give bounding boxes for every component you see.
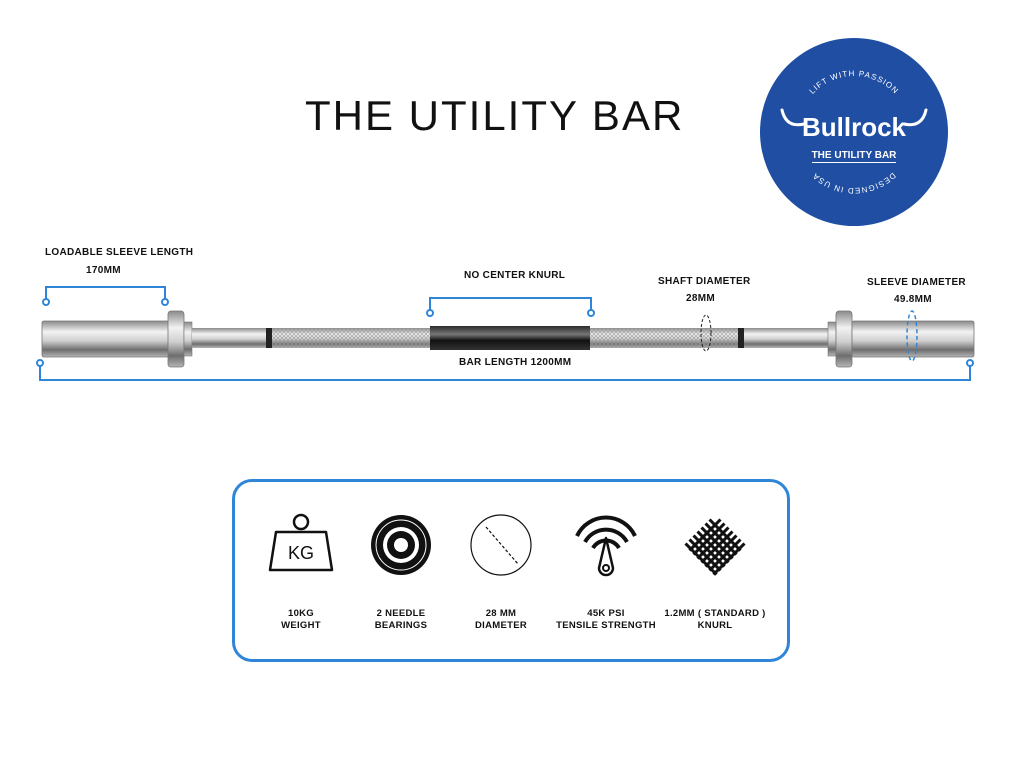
tensile-gauge-icon [575, 515, 637, 577]
spec-tensile-label: TENSILE STRENGTH [556, 620, 656, 631]
spec-bearings: 2 NEEDLE BEARINGS [346, 482, 456, 632]
spec-knurl-value: 1.2MM ( STANDARD ) [664, 608, 766, 619]
sleeve-length-label: LOADABLE SLEEVE LENGTH [45, 247, 194, 258]
spec-bearings-value: 2 NEEDLE [376, 608, 426, 619]
bearing-icon [371, 515, 431, 575]
spec-diameter: 28 MM DIAMETER [446, 482, 556, 632]
bar-length-label: BAR LENGTH 1200MM [459, 357, 572, 368]
bar-length-line [39, 365, 971, 381]
specs-panel: KG 10KG WEIGHT 2 NEEDLE BEARINGS 28 MM D… [232, 479, 790, 662]
right-sleeve [851, 320, 975, 358]
right-horn-icon [902, 108, 928, 127]
diameter-icon [470, 514, 532, 576]
badge-ring-text: LIFT WITH PASSION DESIGNED IN USA [780, 69, 928, 195]
left-collar [167, 310, 185, 368]
shaft-diameter-label: SHAFT DIAMETER [658, 276, 751, 287]
shaft-diameter-marker [700, 314, 712, 352]
spec-weight-value: 10KG [287, 608, 315, 619]
spec-knurl-label: KNURL [697, 620, 733, 631]
center-knurl-bracket [429, 297, 592, 311]
svg-text:DESIGNED IN USA: DESIGNED IN USA [811, 171, 898, 195]
spec-bearings-label: BEARINGS [374, 620, 428, 631]
right-collar [835, 310, 853, 368]
shaft-diameter-value: 28MM [686, 293, 715, 304]
center-knurl-label: NO CENTER KNURL [464, 270, 566, 281]
sleeve-diameter-marker [906, 310, 918, 362]
knurl-pattern-icon [684, 514, 746, 576]
badge-bottom-text: DESIGNED IN USA [811, 171, 897, 195]
spec-diameter-label: DIAMETER [474, 620, 527, 631]
spec-weight-label: WEIGHT [281, 620, 321, 631]
badge-subtitle: THE UTILITY BAR [811, 150, 897, 163]
left-sleeve [41, 320, 171, 358]
left-knurl [272, 328, 430, 348]
left-horn-icon [780, 108, 806, 127]
spec-weight: KG 10KG WEIGHT [246, 482, 356, 632]
right-shaft [738, 328, 828, 348]
right-knurl [590, 328, 738, 348]
spec-tensile-value: 45K PSI [587, 608, 625, 619]
kg-weight-icon: KG [268, 513, 334, 572]
svg-text:KG: KG [288, 543, 314, 563]
sleeve-diameter-value: 49.8MM [894, 294, 932, 305]
sleeve-length-bracket [45, 286, 166, 300]
center-no-knurl [430, 326, 590, 350]
sleeve-length-value: 170MM [86, 265, 121, 276]
spec-tensile: 45K PSI TENSILE STRENGTH [551, 482, 661, 632]
page-title: THE UTILITY BAR [305, 92, 685, 139]
sleeve-diameter-label: SLEEVE DIAMETER [867, 277, 966, 288]
barbell-diagram [36, 286, 975, 381]
left-shaft [192, 328, 272, 348]
svg-text:LIFT WITH PASSION: LIFT WITH PASSION [808, 69, 901, 96]
badge-top-text: LIFT WITH PASSION [808, 69, 900, 96]
badge-brand: Bullrock [801, 112, 907, 142]
spec-knurl: 1.2MM ( STANDARD ) KNURL [660, 482, 770, 632]
spec-diameter-value: 28 MM [485, 608, 517, 619]
brand-badge: LIFT WITH PASSION DESIGNED IN USA Bullro… [760, 38, 948, 226]
